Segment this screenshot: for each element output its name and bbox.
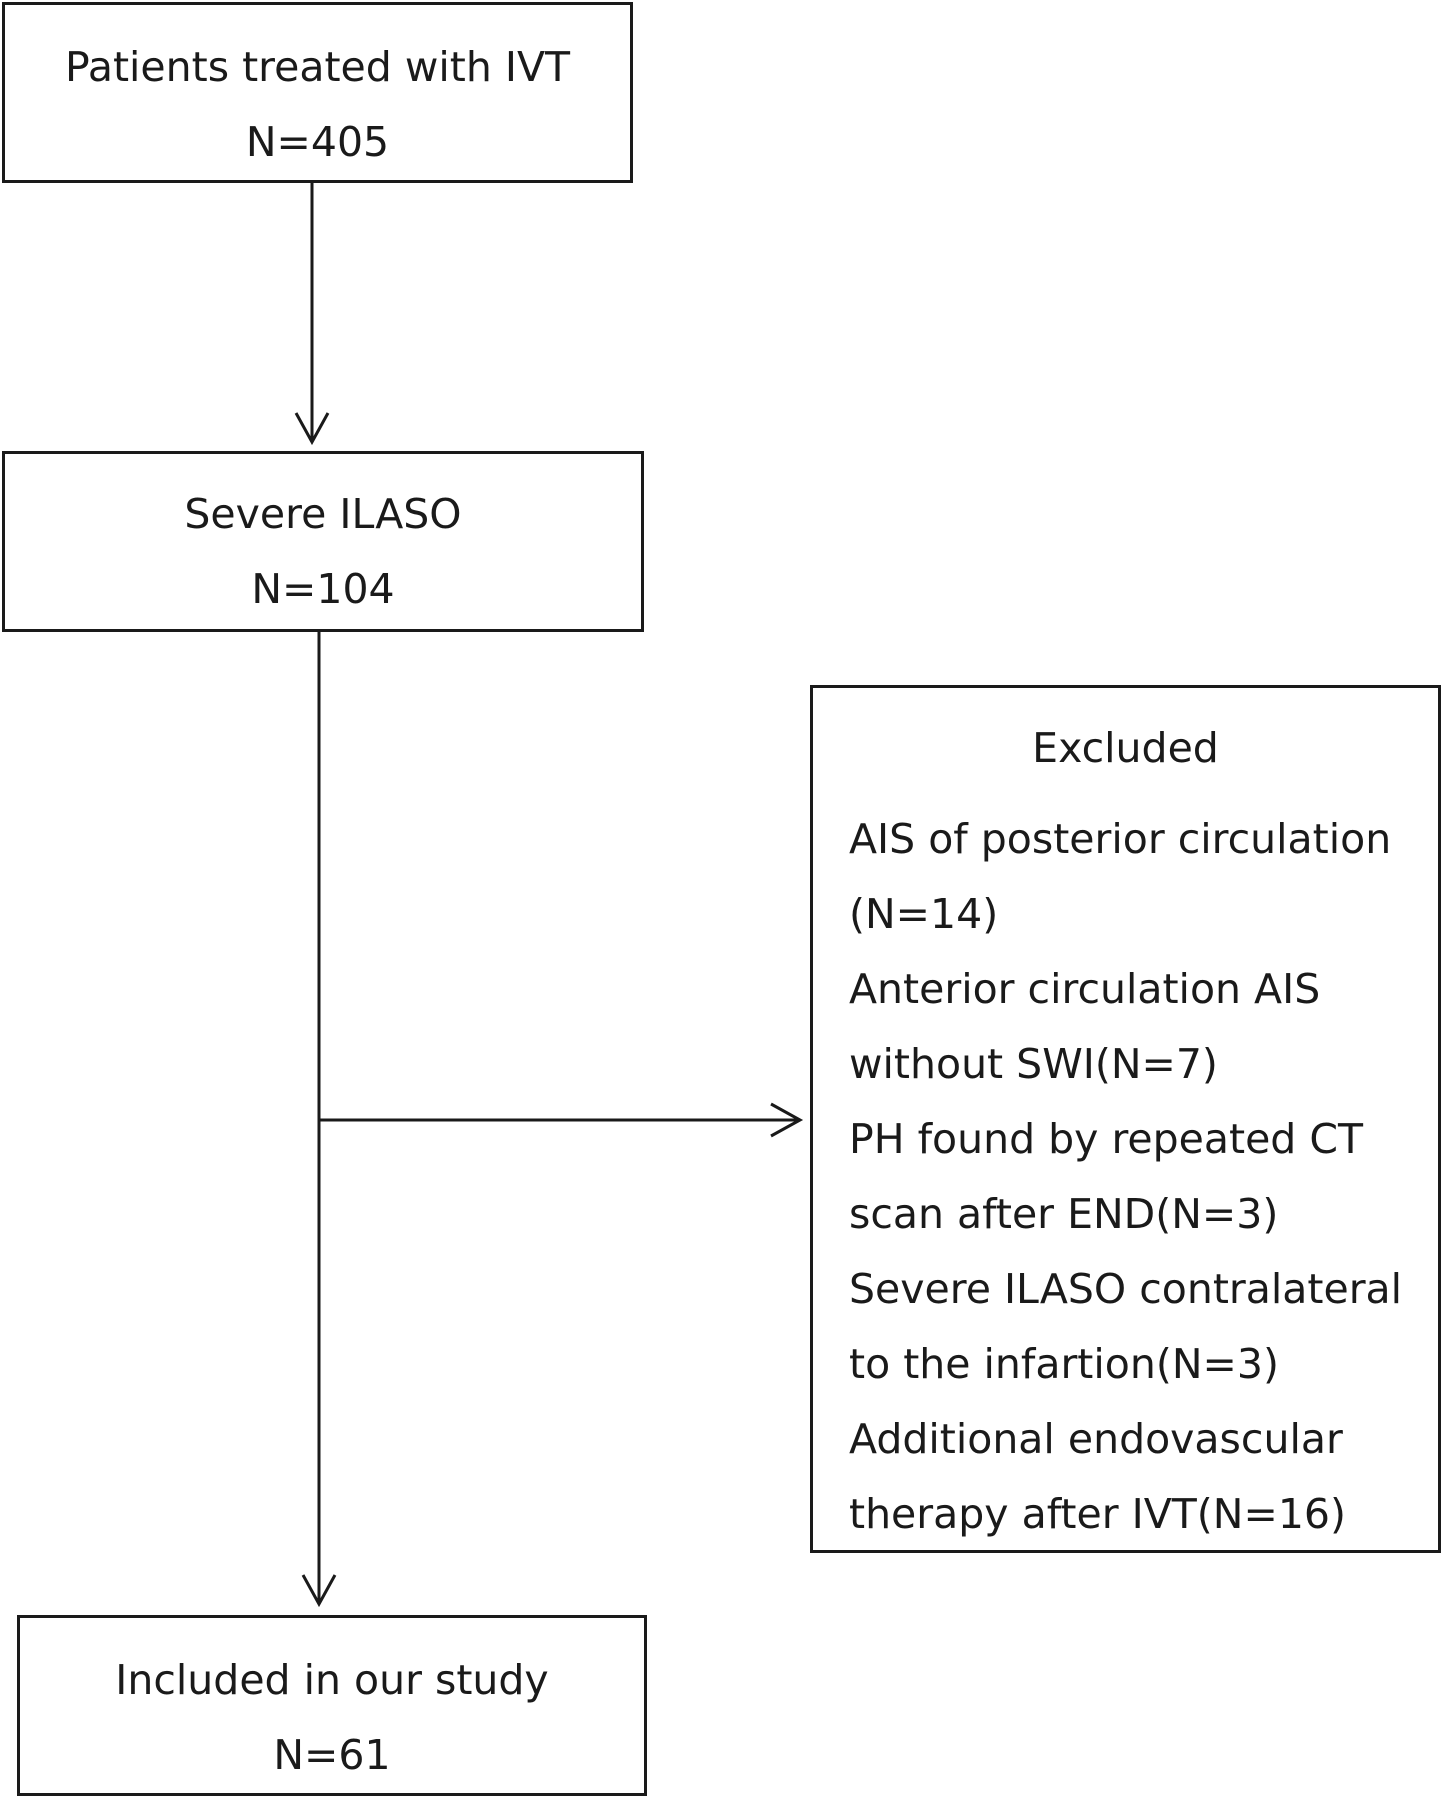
excluded-item-line: Additional endovascular: [849, 1415, 1343, 1463]
excluded-item: PH found by repeated CT scan after END(N…: [849, 1102, 1402, 1252]
box-included-in-study: Included in our study N=61: [17, 1615, 647, 1796]
excluded-title: Excluded: [1032, 724, 1219, 772]
arrowhead-ilaso: [294, 412, 330, 446]
box-included-count: N=61: [273, 1731, 391, 1779]
excluded-item: Severe ILASO contralateral to the infart…: [849, 1252, 1402, 1402]
excluded-item-line: to the infartion(N=3): [849, 1340, 1279, 1388]
arrowhead-included: [301, 1574, 337, 1608]
box-included-label: Included in our study: [115, 1656, 549, 1704]
excluded-item: AIS of posterior circulation (N=14): [849, 802, 1402, 952]
box-patients-treated-ivt: Patients treated with IVT N=405: [2, 2, 633, 183]
excluded-item-line: Severe ILASO contralateral: [849, 1265, 1403, 1313]
excluded-item-line: PH found by repeated CT: [849, 1115, 1364, 1163]
excluded-item-line: therapy after IVT(N=16): [849, 1490, 1346, 1538]
box-ivt-label: Patients treated with IVT: [64, 43, 571, 91]
excluded-item-line: Anterior circulation AIS: [849, 965, 1321, 1013]
box-excluded: Excluded AIS of posterior circulation (N…: [810, 685, 1441, 1553]
excluded-item: Additional endovascular therapy after IV…: [849, 1402, 1402, 1552]
excluded-item-line: AIS of posterior circulation: [849, 815, 1392, 863]
box-ilaso-count: N=104: [251, 565, 395, 613]
box-ilaso-label: Severe ILASO: [184, 490, 462, 538]
box-severe-ilaso: Severe ILASO N=104: [2, 451, 644, 632]
box-ivt-count: N=405: [245, 118, 390, 166]
excluded-item: Anterior circulation AIS without SWI(N=7…: [849, 952, 1402, 1102]
excluded-item-line: (N=14): [849, 890, 999, 938]
excluded-item-line: without SWI(N=7): [849, 1040, 1218, 1088]
arrowhead-excluded: [770, 1102, 804, 1138]
excluded-item-line: scan after END(N=3): [849, 1190, 1279, 1238]
excluded-list: AIS of posterior circulation (N=14) Ante…: [849, 802, 1402, 1552]
